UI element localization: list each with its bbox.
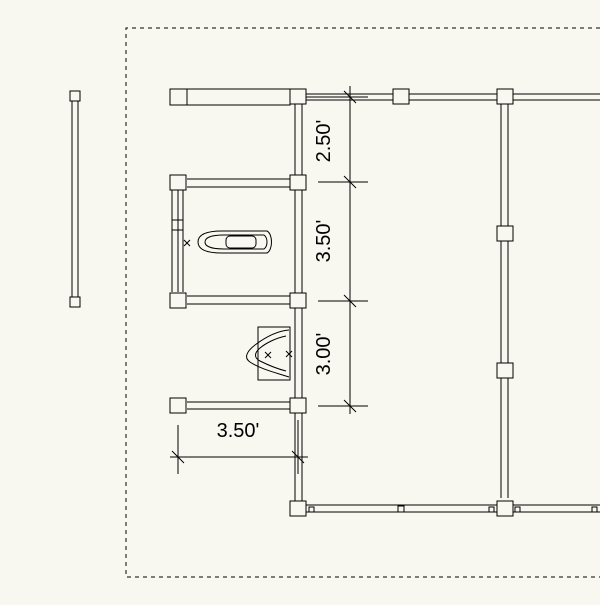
- post: [289, 292, 307, 309]
- post: [496, 362, 514, 379]
- post: [496, 88, 514, 105]
- dashed-boundary: [125, 27, 600, 578]
- dimension-label-3-50-horizontal: 3.50': [217, 420, 260, 442]
- post: [496, 500, 514, 517]
- corridor-walls: [305, 93, 600, 513]
- toilet-stall: [171, 178, 290, 305]
- dimension-label-2-50: 2.50': [313, 120, 335, 163]
- dimension-label-3-00: 3.00': [313, 333, 335, 376]
- post: [289, 500, 307, 517]
- horizontal-dimension: [170, 420, 308, 474]
- vertical-dimension-chain: [306, 86, 368, 414]
- post: [169, 174, 187, 191]
- toilet-icon: [183, 230, 272, 254]
- dimension-label-3-50-vertical: 3.50': [313, 220, 335, 263]
- post: [289, 88, 307, 105]
- posts: [169, 88, 514, 517]
- top-partition: [169, 88, 291, 106]
- loose-partition-panel: [69, 90, 81, 308]
- post: [392, 88, 410, 105]
- post: [169, 397, 187, 414]
- urinal-icon: [246, 326, 293, 381]
- post: [289, 397, 307, 414]
- post: [169, 292, 187, 309]
- urinal-partition: [187, 401, 290, 410]
- post: [496, 225, 514, 242]
- post: [289, 174, 307, 191]
